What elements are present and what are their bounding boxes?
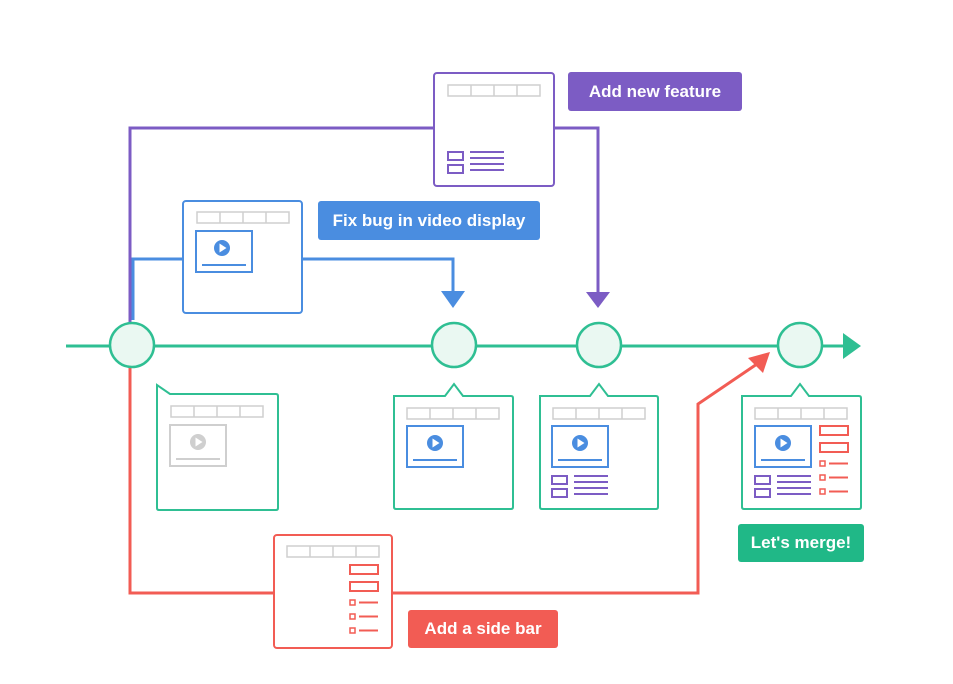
commit-node-feature-merge — [575, 321, 623, 369]
feature-merged-window — [539, 382, 659, 510]
lets-merge-label: Let's merge! — [738, 524, 864, 562]
bugfix-merged-window — [393, 382, 514, 510]
initial-commit-window — [156, 383, 279, 511]
bugfix-window — [182, 200, 303, 314]
video-play-icon — [214, 240, 230, 256]
fix-bug-label: Fix bug in video display — [318, 201, 540, 240]
commit-node-start — [108, 321, 156, 369]
commit-node-bugfix-merge — [430, 321, 478, 369]
sidebar-window — [273, 534, 393, 649]
final-merged-window — [741, 382, 862, 510]
feature-branch-line — [128, 126, 600, 340]
feature-window — [433, 72, 555, 187]
commit-node-sidebar-merge — [776, 321, 824, 369]
video-play-icon — [572, 435, 588, 451]
main-branch-arrow-icon — [843, 333, 861, 359]
sidebar-branch-line — [128, 362, 758, 595]
video-play-icon — [427, 435, 443, 451]
feature-merge-arrow-icon — [586, 292, 610, 308]
bugfix-merge-arrow-icon — [441, 291, 465, 308]
sidebar-merge-arrow-icon — [748, 352, 770, 373]
video-play-icon — [775, 435, 791, 451]
add-feature-label: Add new feature — [568, 72, 742, 111]
add-side-bar-label: Add a side bar — [408, 610, 558, 648]
